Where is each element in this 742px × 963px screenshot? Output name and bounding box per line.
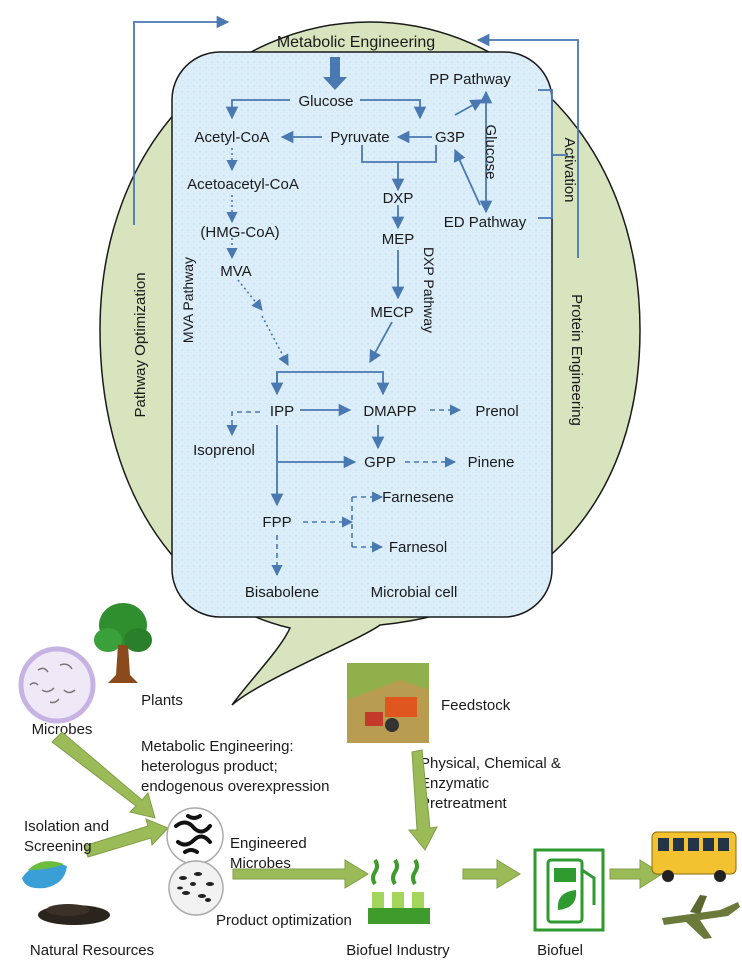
activation-label: Activation [561, 137, 578, 202]
bisabolene-label: Bisabolene [245, 584, 319, 601]
engineered-microbes-dish-icon [166, 807, 224, 865]
hmg-coa-label: (HMG-CoA) [200, 224, 279, 241]
petri-dish-icon [18, 646, 96, 724]
mecp-label: MECP [370, 304, 413, 321]
me-text-line3: endogenous overexpression [141, 778, 329, 795]
microbial-cell [171, 51, 553, 618]
mva-pathway-label: MVA Pathway [180, 257, 196, 343]
mva-label: MVA [220, 263, 251, 280]
engineered-line2: Microbes [230, 855, 291, 872]
fuel-pump-icon [533, 848, 605, 932]
farnesol-label: Farnesol [389, 539, 447, 556]
ed-pathway-label: ED Pathway [444, 214, 527, 231]
bus-icon [651, 831, 737, 882]
metabolic-engineering-title: Metabolic Engineering [277, 34, 435, 51]
pretreatment-line3: Pretreatment [420, 795, 508, 812]
tree-icon [94, 603, 152, 683]
fpp-label: FPP [262, 514, 291, 531]
glucose-label: Glucose [298, 93, 353, 110]
feedstock-label: Feedstock [441, 697, 511, 714]
ipp-label: IPP [270, 403, 294, 420]
biofuel-industry-label: Biofuel Industry [346, 942, 450, 959]
mep-label: MEP [382, 231, 415, 248]
dxp-label: DXP [383, 190, 414, 207]
engineered-line1: Engineered [230, 835, 307, 852]
prenol-label: Prenol [475, 403, 518, 420]
dmapp-label: DMAPP [363, 403, 416, 420]
isolation-line2: Screening [24, 838, 92, 855]
protein-engineering-label: Protein Engineering [568, 294, 585, 426]
g3p-label: G3P [435, 129, 465, 146]
isoprenol-label: Isoprenol [193, 442, 255, 459]
pretreatment-line2: Enzymatic [420, 775, 490, 792]
microbial-cell-label: Microbial cell [371, 584, 458, 601]
harvester-icon [347, 663, 429, 743]
green-flow-arrows [51, 731, 663, 889]
glucose-side-label: Glucose [482, 124, 499, 179]
pyruvate-label: Pyruvate [330, 129, 389, 146]
acetyl-coa-label: Acetyl-CoA [194, 129, 269, 146]
dxp-pathway-label: DXP Pathway [421, 247, 437, 333]
pp-pathway-label: PP Pathway [429, 71, 511, 88]
soil-icon [38, 904, 110, 925]
me-text-line1: Metabolic Engineering: [141, 738, 294, 755]
biofuel-label: Biofuel [537, 942, 583, 959]
farnesene-label: Farnesene [382, 489, 454, 506]
microbes-label: Microbes [32, 721, 93, 738]
pathway-optimization-arrow [133, 15, 230, 225]
airplane-icon [662, 895, 740, 939]
isolation-line1: Isolation and [24, 818, 109, 835]
protein-engineering-arrow [476, 33, 579, 258]
pretreatment-line1: Physical, Chemical & [420, 755, 561, 772]
factory-icon [368, 858, 430, 924]
natural-resources-label: Natural Resources [30, 942, 154, 959]
gpp-label: GPP [364, 454, 396, 471]
activation-bracket [538, 89, 553, 219]
plants-label: Plants [141, 692, 183, 709]
me-text-line2: heterologus product; [141, 758, 278, 775]
product-dish-icon [168, 860, 224, 916]
water-globe-icon [22, 861, 67, 889]
product-optimization-label: Product optimization [216, 912, 352, 929]
pinene-label: Pinene [468, 454, 515, 471]
main-down-arrow [323, 57, 347, 90]
acetoacetyl-coa-label: Acetoacetyl-CoA [187, 176, 299, 193]
pathway-optimization-label: Pathway Optimization [132, 272, 149, 417]
